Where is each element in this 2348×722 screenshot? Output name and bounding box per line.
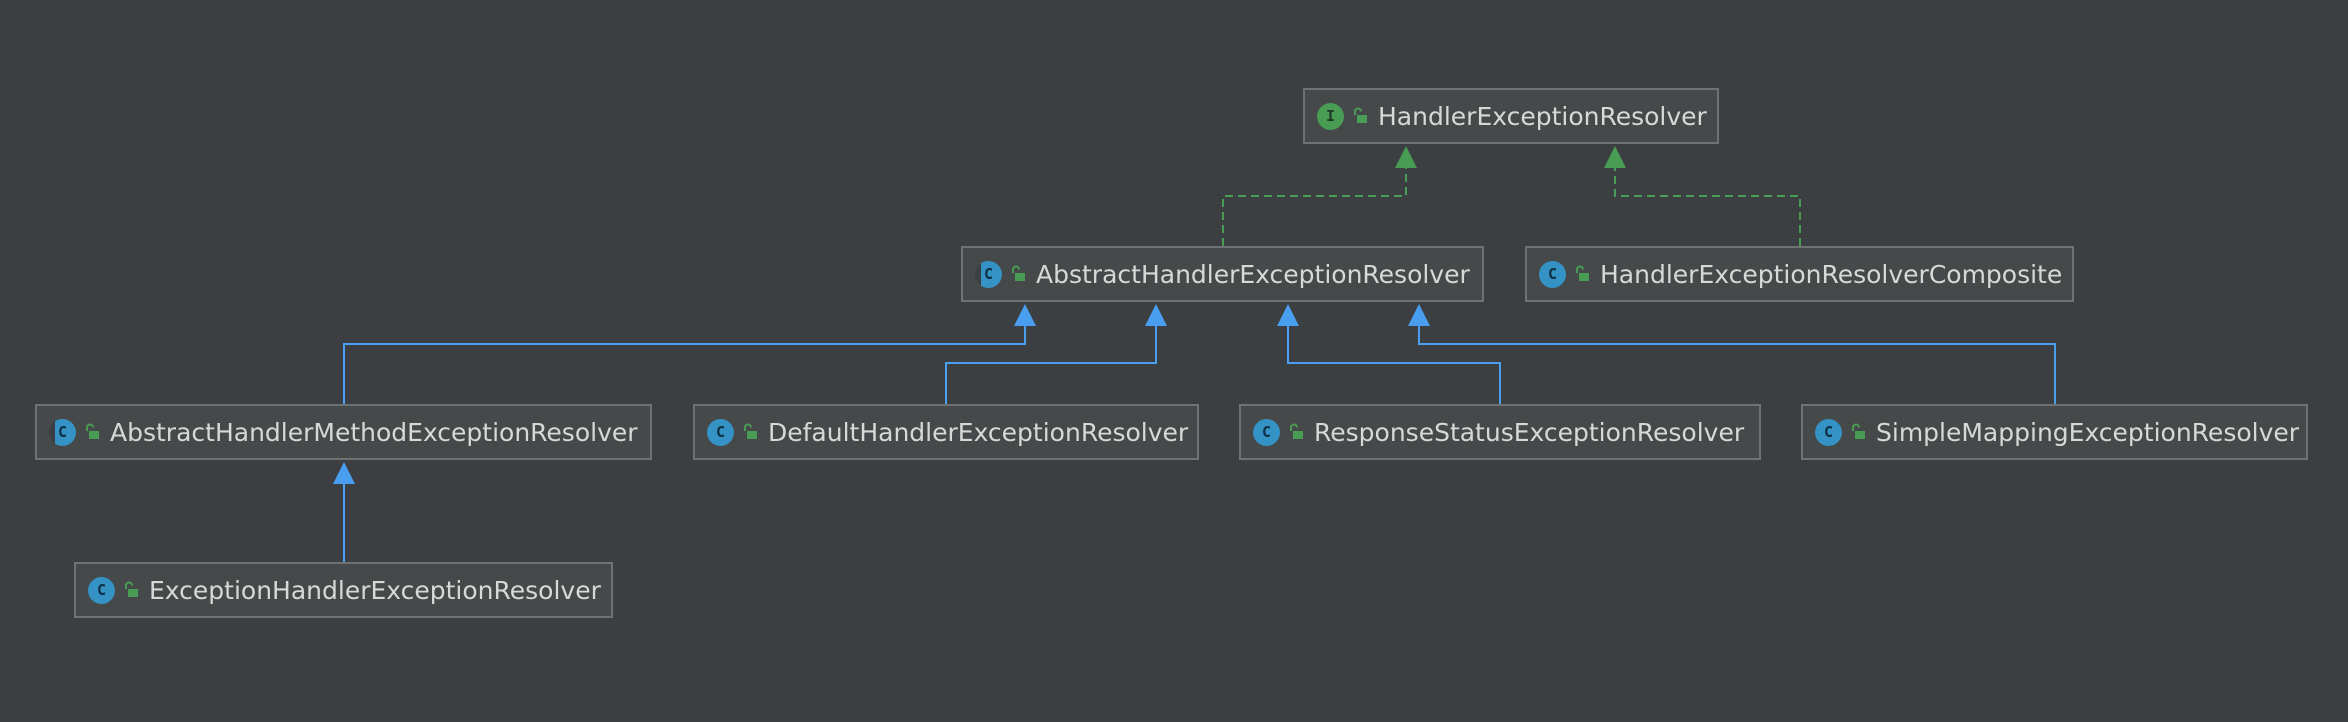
- class-node-abstract-handler-method-exception-resolver[interactable]: C AbstractHandlerMethodExceptionResolver: [35, 404, 652, 460]
- class-node-default-handler-exception-resolver[interactable]: C DefaultHandlerExceptionResolver: [693, 404, 1199, 460]
- extends-arrowhead-exception-handler-exception-resolver: [333, 462, 355, 484]
- interface-icon: I: [1317, 102, 1344, 130]
- public-lock-icon: [744, 423, 757, 439]
- public-lock-icon: [1354, 107, 1367, 123]
- class-icon: C: [1539, 260, 1566, 288]
- class-icon: C: [88, 576, 115, 604]
- implements-arrowhead-abstract-handler-exception-resolver: [1395, 146, 1417, 168]
- implements-edge-handler-exception-resolver-composite: [1614, 168, 1801, 246]
- class-icon: C: [1253, 418, 1280, 446]
- extends-arrowhead-response-status-exception-resolver: [1277, 304, 1299, 326]
- implements-arrowhead-handler-exception-resolver-composite: [1604, 146, 1626, 168]
- public-lock-icon: [1576, 265, 1589, 281]
- public-lock-icon: [1012, 265, 1025, 281]
- extends-edge-simple-mapping-exception-resolver: [1418, 326, 2056, 404]
- class-name-label: SimpleMappingExceptionResolver: [1876, 417, 2300, 447]
- class-node-response-status-exception-resolver[interactable]: C ResponseStatusExceptionResolver: [1239, 404, 1761, 460]
- class-name-label: AbstractHandlerMethodExceptionResolver: [110, 417, 638, 447]
- abstract-class-icon: C: [975, 260, 1002, 288]
- class-node-handler-exception-resolver-composite[interactable]: C HandlerExceptionResolverComposite: [1525, 246, 2074, 302]
- extends-edge-default-handler-exception-resolver: [945, 326, 1157, 404]
- extends-edge-abstract-handler-method-exception-resolver: [343, 326, 1026, 404]
- implements-edge-abstract-handler-exception-resolver: [1222, 168, 1407, 246]
- class-node-handler-exception-resolver[interactable]: I HandlerExceptionResolver: [1303, 88, 1719, 144]
- class-name-label: HandlerExceptionResolverComposite: [1600, 259, 2063, 289]
- extends-edge-response-status-exception-resolver: [1287, 326, 1501, 404]
- class-node-simple-mapping-exception-resolver[interactable]: C SimpleMappingExceptionResolver: [1801, 404, 2308, 460]
- extends-arrowhead-default-handler-exception-resolver: [1145, 304, 1167, 326]
- public-lock-icon: [125, 581, 138, 597]
- class-name-label: AbstractHandlerExceptionResolver: [1036, 259, 1470, 289]
- class-icon: C: [707, 418, 734, 446]
- public-lock-icon: [1290, 423, 1303, 439]
- abstract-class-icon: C: [49, 418, 76, 446]
- extends-arrowhead-simple-mapping-exception-resolver: [1408, 304, 1430, 326]
- class-name-label: ExceptionHandlerExceptionResolver: [149, 575, 601, 605]
- class-name-label: HandlerExceptionResolver: [1378, 101, 1707, 131]
- class-node-abstract-handler-exception-resolver[interactable]: C AbstractHandlerExceptionResolver: [961, 246, 1484, 302]
- class-node-exception-handler-exception-resolver[interactable]: C ExceptionHandlerExceptionResolver: [74, 562, 613, 618]
- class-name-label: ResponseStatusExceptionResolver: [1314, 417, 1745, 447]
- class-icon: C: [1815, 418, 1842, 446]
- class-name-label: DefaultHandlerExceptionResolver: [768, 417, 1189, 447]
- public-lock-icon: [86, 423, 99, 439]
- extends-arrowhead-abstract-handler-method-exception-resolver: [1014, 304, 1036, 326]
- public-lock-icon: [1852, 423, 1865, 439]
